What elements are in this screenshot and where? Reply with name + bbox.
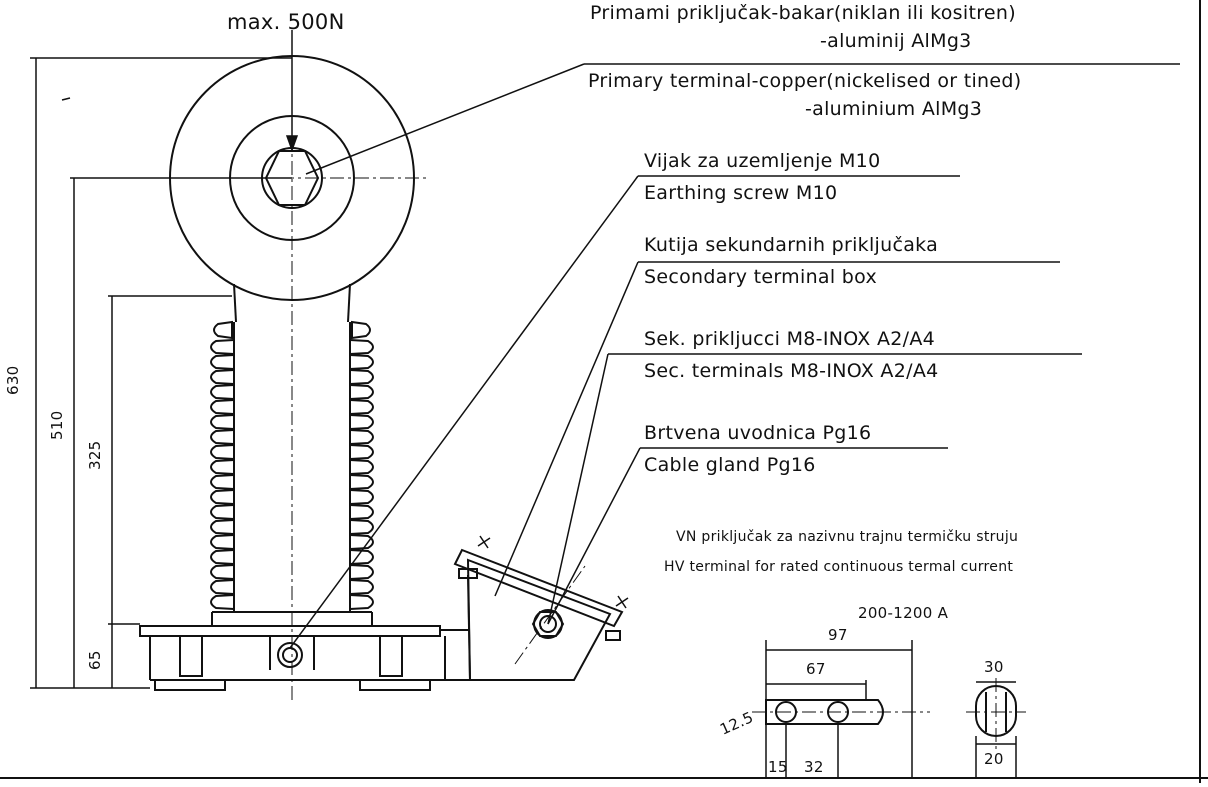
dim-630: 630 bbox=[4, 365, 22, 395]
insulator-shed bbox=[210, 504, 374, 520]
dim-67: 67 bbox=[806, 660, 826, 678]
insulator-shed bbox=[210, 339, 374, 355]
insulator-shed bbox=[210, 549, 374, 565]
primary-terminal-hr-line1: Primami priključak-bakar(niklan ili kosi… bbox=[590, 2, 1016, 24]
insulator-shed bbox=[210, 534, 374, 550]
load-arrow bbox=[285, 30, 299, 153]
insulator-shed bbox=[210, 399, 374, 415]
insulator-shed-stack bbox=[210, 339, 374, 610]
secondary-box bbox=[440, 548, 624, 681]
dim-325: 325 bbox=[86, 440, 104, 470]
insulator-shed bbox=[210, 564, 374, 580]
cable-gland-en: Cable gland Pg16 bbox=[644, 454, 816, 476]
earthing-hr: Vijak za uzemljenje M10 bbox=[644, 150, 881, 172]
secondary-terminals-en: Sec. terminals M8-INOX A2/A4 bbox=[644, 360, 939, 382]
insulator-neck bbox=[233, 283, 351, 323]
dim-32: 32 bbox=[804, 758, 824, 776]
insulator-shed bbox=[210, 429, 374, 445]
earthing-en: Earthing screw M10 bbox=[644, 182, 838, 204]
insulator-shed bbox=[210, 444, 374, 460]
dim-97: 97 bbox=[828, 626, 848, 644]
dim-30: 30 bbox=[984, 658, 1004, 676]
primary-terminal-en-line1: Primary terminal-copper(nickelised or ti… bbox=[588, 70, 1022, 92]
secondary-terminals-hr: Sek. prikljucci M8-INOX A2/A4 bbox=[644, 328, 936, 350]
primary-terminal-hr-line2: -aluminij AlMg3 bbox=[820, 30, 972, 52]
hv-terminal-hr: VN priključak za nazivnu trajnu termičku… bbox=[676, 529, 1019, 545]
dim-20: 20 bbox=[984, 750, 1004, 768]
dim-65: 65 bbox=[86, 650, 104, 670]
hv-terminal-detail bbox=[765, 685, 1017, 737]
hv-terminal-en: HV terminal for rated continuous termal … bbox=[664, 559, 1014, 575]
insulator-shed bbox=[210, 519, 374, 535]
primary-terminal-en-line2: -aluminium AlMg3 bbox=[805, 98, 983, 120]
insulator-shed bbox=[210, 354, 374, 370]
screw-marks bbox=[61, 97, 629, 609]
dim-15: 15 bbox=[768, 758, 788, 776]
dim-510: 510 bbox=[48, 410, 66, 440]
secondary-box-en: Secondary terminal box bbox=[644, 266, 878, 288]
center-lines bbox=[180, 36, 1026, 750]
leader-lines bbox=[289, 63, 1180, 649]
insulator-shed bbox=[210, 384, 374, 400]
hv-terminal-range: 200-1200 A bbox=[858, 604, 949, 622]
insulator-sheds bbox=[213, 320, 371, 340]
load-label: max. 500N bbox=[227, 10, 345, 34]
insulator-shed bbox=[210, 594, 374, 610]
insulator-shed bbox=[210, 579, 374, 595]
insulator-shed bbox=[210, 369, 374, 385]
insulator-shed bbox=[210, 489, 374, 505]
insulator-shed bbox=[210, 414, 374, 430]
cable-gland-hr: Brtvena uvodnica Pg16 bbox=[644, 422, 872, 444]
insulator-shed bbox=[210, 474, 374, 490]
secondary-box-hr: Kutija sekundarnih priključaka bbox=[644, 234, 939, 256]
insulator-shed bbox=[210, 459, 374, 475]
